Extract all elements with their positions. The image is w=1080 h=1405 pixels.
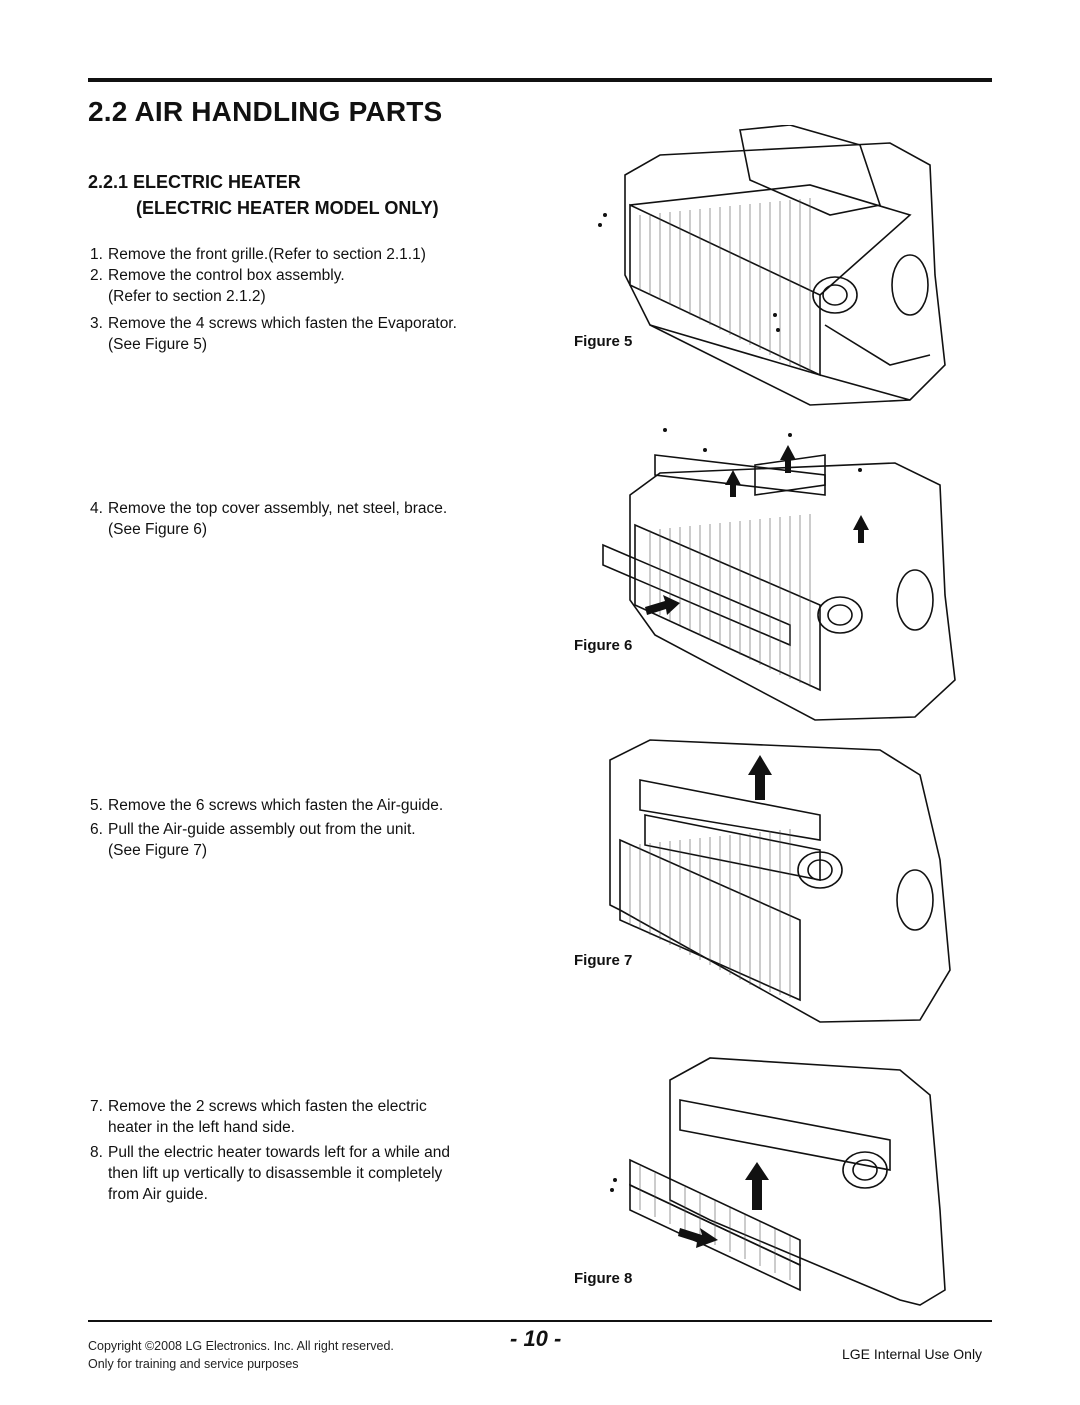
step-3: 3. Remove the 4 screws which fasten the E…: [90, 313, 530, 355]
step-continuation: (See Figure 5): [108, 336, 208, 353]
figure-8-illustration: [610, 1057, 946, 1306]
step-text: Remove the top cover assembly, net steel…: [108, 500, 448, 517]
step-continuation: (See Figure 7): [108, 842, 208, 859]
top-rule: [88, 78, 992, 82]
step-text: Pull the electric heater towards left fo…: [108, 1144, 451, 1161]
section-title: 2.2 AIR HANDLING PARTS: [88, 96, 443, 127]
step-1: 1. Remove the front grille.(Refer to sect…: [90, 244, 530, 265]
step-6: 6. Pull the Air-guide assembly out from t…: [90, 819, 530, 861]
figure-7-illustration: [609, 739, 951, 1023]
step-number: 8.: [90, 1144, 103, 1161]
footer-internal-use: LGE Internal Use Only: [842, 1346, 983, 1362]
figure-6-illustration: [602, 428, 956, 721]
step-4: 4. Remove the top cover assembly, net ste…: [90, 498, 530, 540]
step-text: Remove the 6 screws which fasten the Air…: [108, 797, 444, 814]
figure-5-illustration: [598, 125, 946, 406]
step-text: Remove the 4 screws which fasten the Eva…: [108, 315, 457, 332]
step-8: 8. Pull the electric heater towards left …: [90, 1142, 530, 1205]
step-continuation: heater in the left hand side.: [108, 1119, 295, 1136]
step-number: 6.: [90, 821, 103, 838]
subsection-subtitle: (ELECTRIC HEATER MODEL ONLY): [136, 198, 439, 218]
step-number: 4.: [90, 500, 103, 517]
figure-7-caption: Figure 7: [574, 952, 633, 969]
step-number: 1.: [90, 246, 103, 263]
step-2: 2. Remove the control box assembly. (Refe…: [90, 265, 530, 307]
footer-training-note: Only for training and service purposes: [88, 1357, 299, 1371]
step-continuation: then lift up vertically to disassemble i…: [108, 1165, 443, 1203]
step-number: 2.: [90, 267, 103, 284]
bottom-rule: [88, 1320, 992, 1322]
step-text: Remove the 2 screws which fasten the ele…: [108, 1098, 427, 1115]
step-7: 7. Remove the 2 screws which fasten the e…: [90, 1096, 530, 1138]
footer-copyright: Copyright ©2008 LG Electronics. Inc. All…: [88, 1339, 394, 1353]
figure-8-caption: Figure 8: [574, 1270, 633, 1287]
subsection-title: 2.2.1 ELECTRIC HEATER: [88, 172, 301, 192]
step-5: 5. Remove the 6 screws which fasten the A…: [90, 795, 530, 816]
step-number: 5.: [90, 797, 103, 814]
step-text: Pull the Air-guide assembly out from the…: [108, 821, 416, 838]
page-number: - 10 -: [510, 1326, 562, 1351]
step-text: Remove the control box assembly.: [108, 267, 345, 284]
step-continuation: (See Figure 6): [108, 521, 208, 538]
figure-5-caption: Figure 5: [574, 333, 633, 350]
step-continuation: (Refer to section 2.1.2): [108, 288, 266, 305]
figure-6-caption: Figure 6: [574, 637, 633, 654]
step-number: 3.: [90, 315, 103, 332]
step-number: 7.: [90, 1098, 103, 1115]
step-text: Remove the front grille.(Refer to sectio…: [108, 246, 426, 263]
